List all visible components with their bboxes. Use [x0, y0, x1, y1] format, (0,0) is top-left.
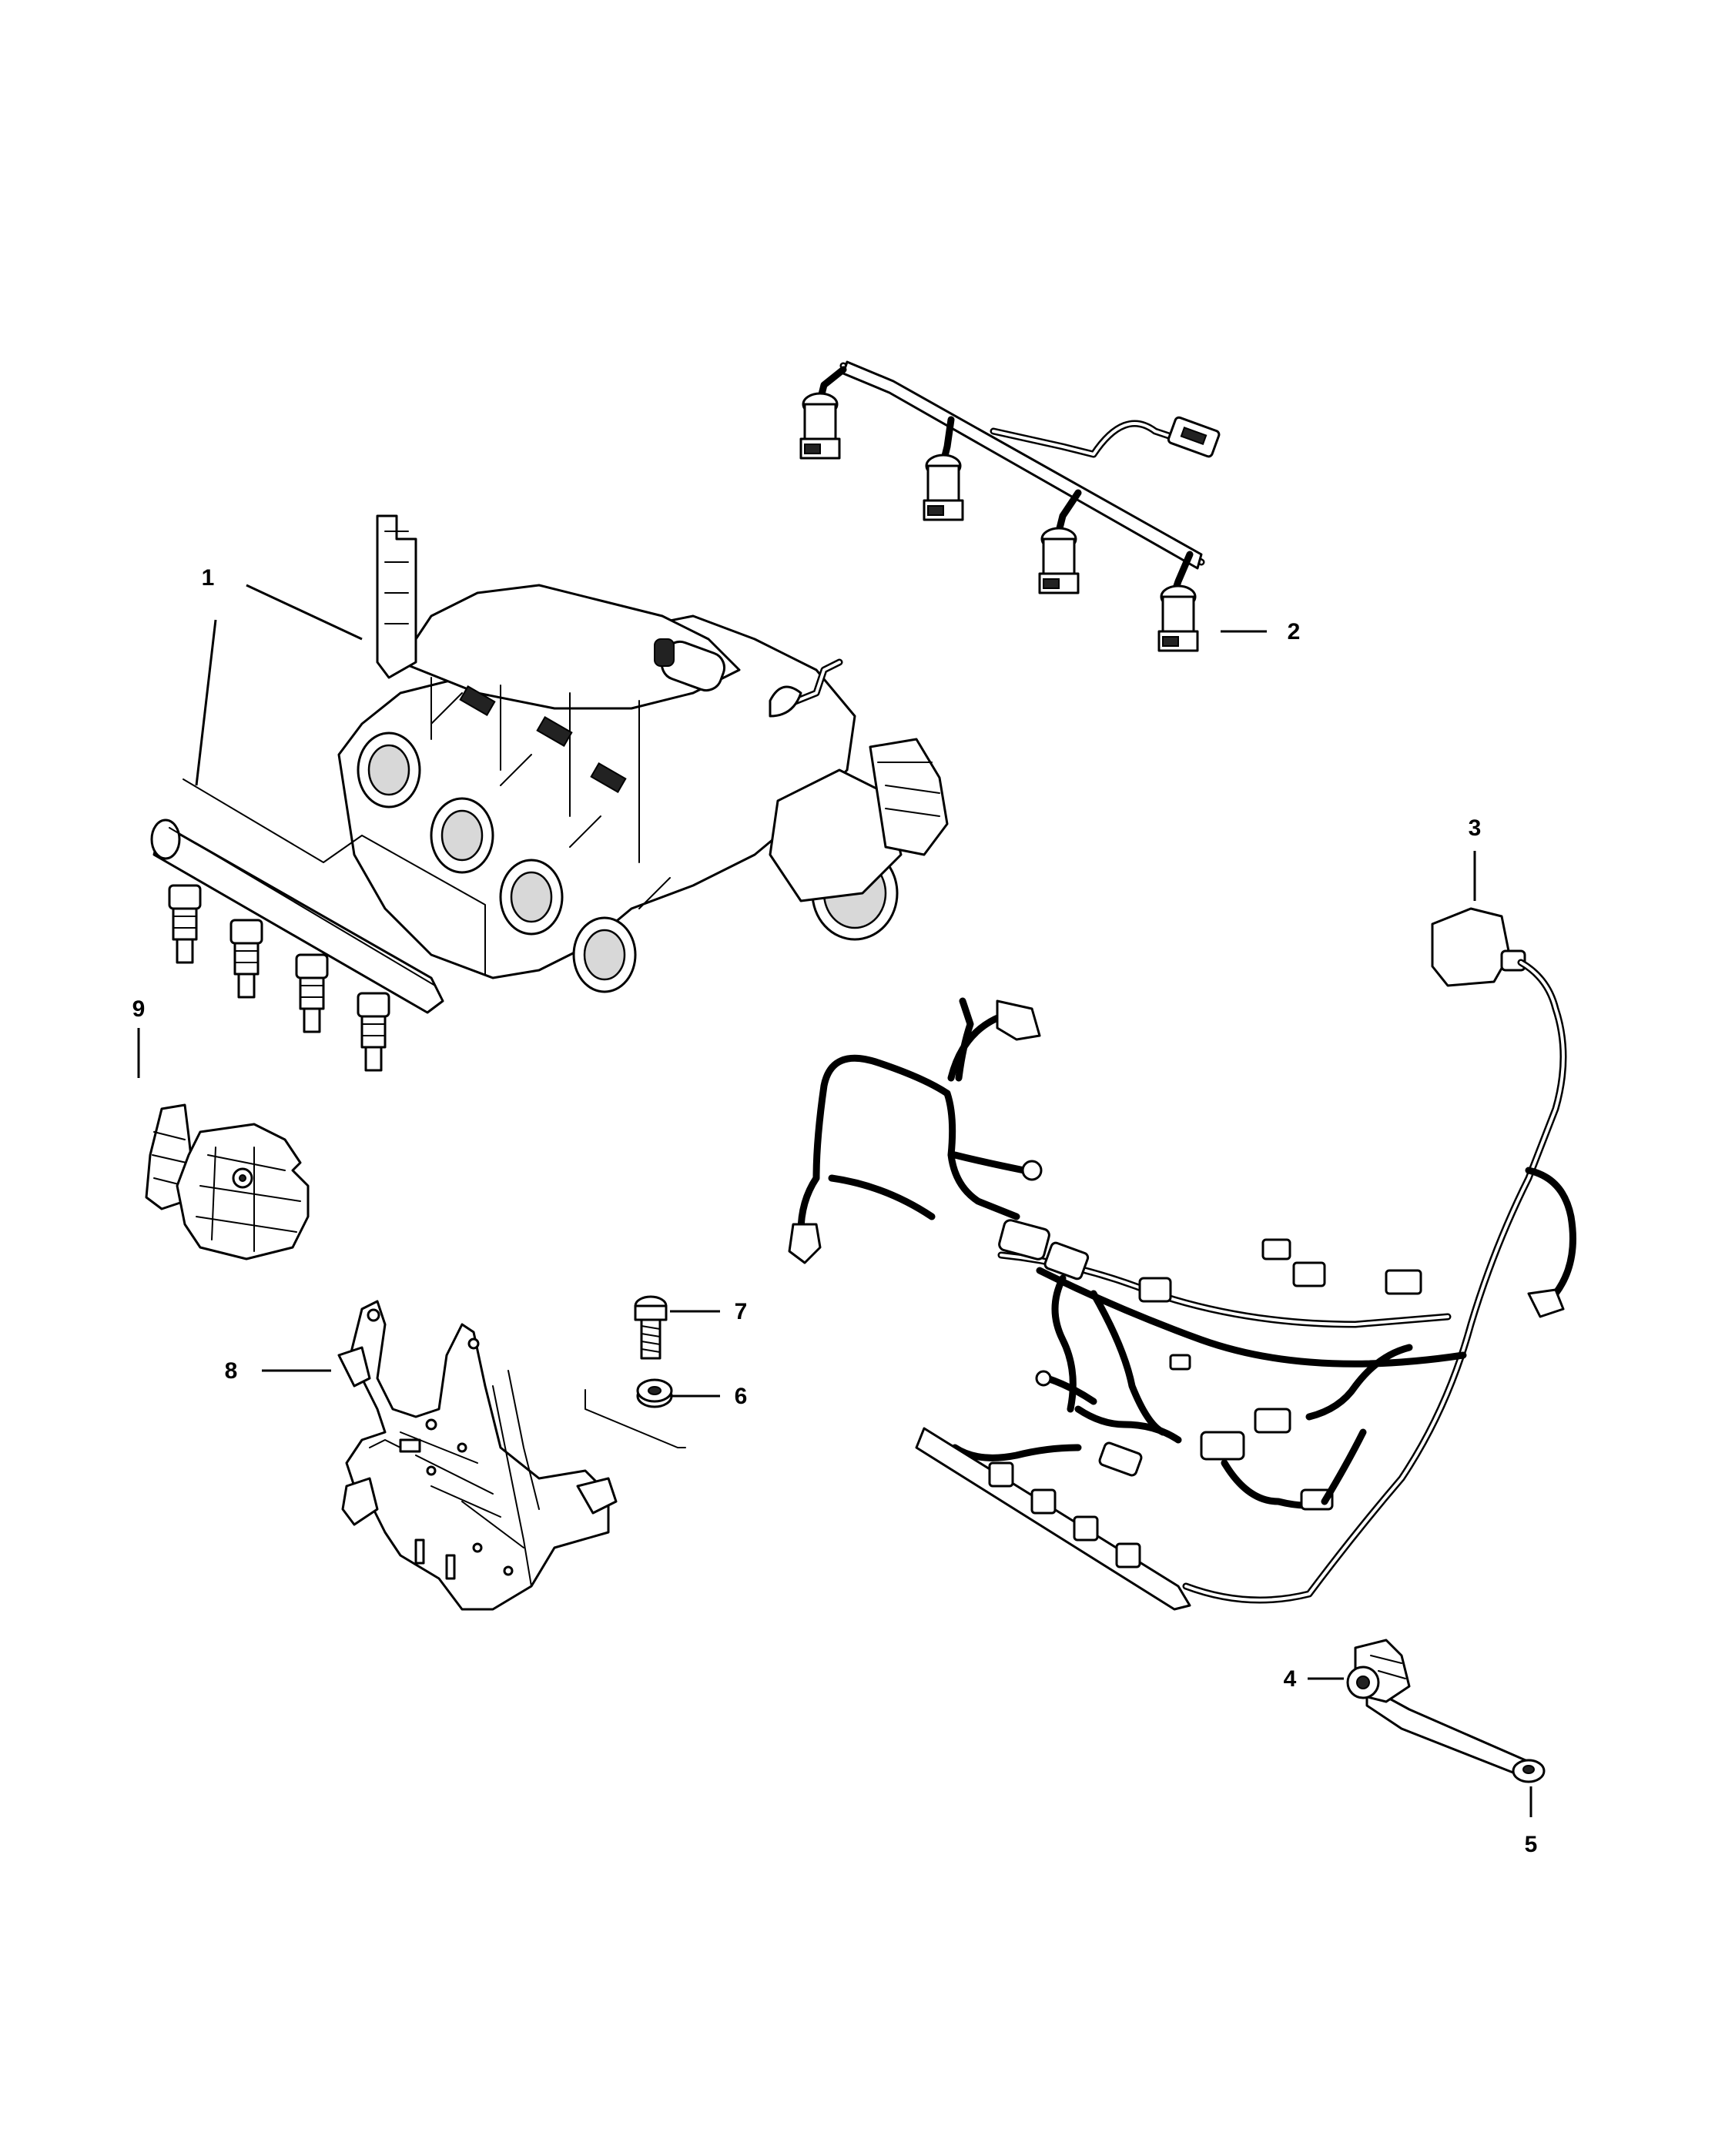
- callout-9: 9: [132, 996, 146, 1022]
- callout-1: 1: [202, 565, 215, 591]
- callout-1-group-line: [183, 778, 486, 975]
- nut: [636, 1378, 673, 1408]
- callout-4: 4: [1284, 1666, 1297, 1692]
- callout-2: 2: [1288, 619, 1301, 644]
- callout-6-7-group-line: [584, 1389, 686, 1448]
- purge-valve: [654, 638, 726, 692]
- connector-cover: [145, 1103, 310, 1260]
- fuel-rail: [150, 819, 444, 1014]
- mounting-bracket: [337, 1300, 618, 1611]
- injector-harness: [799, 360, 1221, 652]
- callout-8: 8: [225, 1358, 238, 1384]
- callout-6: 6: [735, 1384, 748, 1409]
- callout-1-leader-a: [246, 584, 363, 641]
- throttle-body: [769, 738, 949, 941]
- harness-connectors: [998, 1219, 1422, 1371]
- intake-manifold-assembly: [337, 514, 949, 993]
- bolt: [634, 1295, 668, 1360]
- callout-7: 7: [735, 1299, 748, 1324]
- intake-ports: [357, 732, 637, 993]
- callout-1-leader-b: [195, 619, 217, 786]
- callout-5: 5: [1525, 1832, 1538, 1857]
- fuel-injectors: [168, 884, 390, 1072]
- harness-clip-and-bracket: [1346, 1639, 1546, 1783]
- engine-harness: [788, 907, 1576, 1611]
- callout-3: 3: [1469, 815, 1482, 841]
- injector-connectors: [799, 392, 1199, 652]
